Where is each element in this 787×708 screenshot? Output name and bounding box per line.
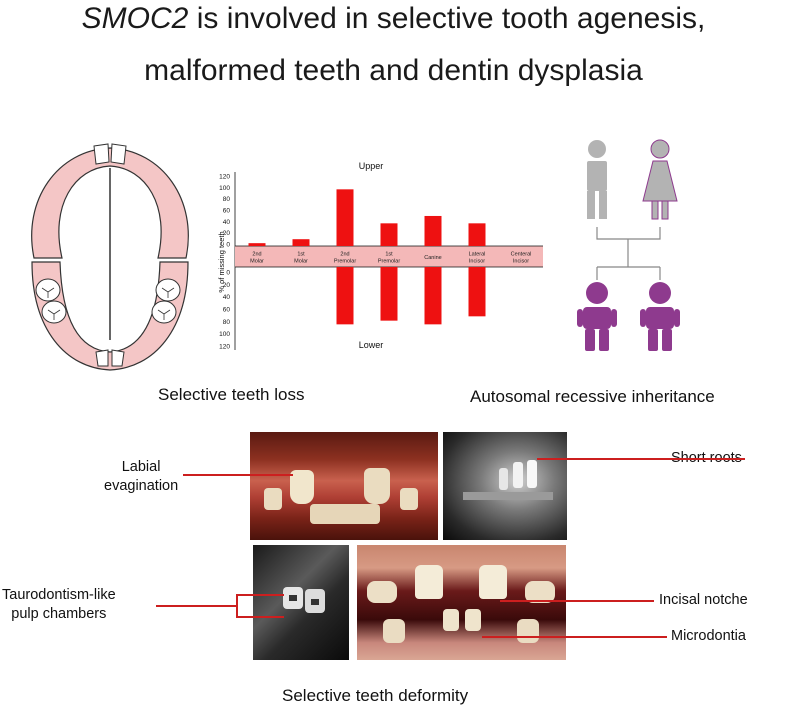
y-tick-lower-120: 120: [219, 344, 230, 351]
lower-incisor-left: [95, 349, 109, 367]
bar-upper-lateral-incisor: [468, 223, 486, 246]
pedigree-diagram: [577, 139, 680, 351]
bar-upper-canine: [424, 215, 442, 246]
gene-name: SMOC2: [81, 2, 189, 35]
y-tick-lower-0: 0: [226, 270, 230, 277]
category-label-part: 2nd: [252, 252, 261, 258]
title-line-2: malformed teeth and dentin dysplasia: [144, 54, 643, 87]
chart-upper-label: Upper: [359, 161, 384, 171]
photo-incisal-notche: [357, 545, 566, 660]
label-labial-line-1: Labial: [121, 459, 161, 475]
y-tick-lower-40: 40: [223, 294, 231, 301]
lower-molar-left-1: [35, 278, 61, 302]
chart-lower-label: Lower: [359, 340, 384, 350]
y-tick-lower-100: 100: [219, 331, 230, 338]
label-incisal-notche: Incisal notche: [659, 592, 748, 608]
lower-molar-left-2: [41, 300, 67, 324]
title-line-1: SMOC2 is involved in selective tooth age…: [0, 2, 787, 36]
bar-upper-2nd-premolar: [336, 189, 354, 246]
chart-y-axis-label: % of missing teeth: [217, 231, 226, 292]
xray-taurodontism: [253, 545, 349, 660]
affected-child-icon-1: [577, 282, 617, 351]
label-taurodontism-line-2: pulp chambers: [11, 606, 107, 622]
lower-molar-right-2: [151, 300, 177, 324]
y-tick-upper-60: 60: [223, 208, 231, 215]
category-label-part: Lateral: [469, 252, 486, 258]
y-tick-upper-120: 120: [219, 174, 230, 181]
y-tick-upper-80: 80: [223, 196, 231, 203]
category-label-part: 1st: [385, 252, 393, 258]
pedigree-lines: [596, 227, 661, 280]
bar-upper-2nd-molar: [248, 243, 266, 246]
pointer-microdontia: [482, 636, 667, 638]
pointer-incisal: [500, 600, 654, 602]
photo-labial-evagination: [250, 432, 438, 540]
label-microdontia: Microdontia: [671, 628, 746, 644]
bar-upper-1st-molar: [292, 239, 310, 246]
affected-child-icon-2: [640, 282, 680, 351]
category-label-part: Incisor: [469, 259, 485, 265]
xray-short-roots: [443, 432, 567, 540]
lower-gum: [31, 261, 189, 371]
lower-incisor-right: [111, 349, 125, 367]
caption-teeth-loss: Selective teeth loss: [158, 385, 305, 404]
lower-molar-right-1: [155, 278, 181, 302]
category-label-part: Incisor: [513, 259, 529, 265]
pointer-taurodontism-bottom: [236, 616, 284, 618]
y-tick-upper-20: 20: [223, 230, 231, 237]
label-taurodontism-line-1: Taurodontism-like: [2, 587, 116, 603]
category-label-part: Molar: [294, 259, 308, 265]
category-label-part: Molar: [250, 259, 264, 265]
missing-teeth-chart: Upper Lower % of missing teeth 120 100 80 6…: [217, 161, 543, 351]
label-labial-line-2: evagination: [104, 478, 179, 494]
pointer-short-roots: [537, 458, 745, 460]
upper-gum: [31, 147, 189, 259]
father-icon: [587, 140, 607, 219]
category-label-part: Premolar: [378, 259, 400, 265]
label-taurodontism: Taurodontism-like pulp chambers: [2, 586, 116, 624]
pointer-taurodontism: [156, 605, 236, 607]
y-tick-lower-20: 20: [223, 282, 231, 289]
dental-arch-illustration: [31, 143, 189, 371]
y-tick-lower-80: 80: [223, 319, 231, 326]
category-label-part: Canine: [424, 255, 441, 261]
pointer-taurodontism-bracket: [236, 594, 238, 618]
bar-lower-2nd-premolar: [336, 267, 354, 325]
bar-upper-1st-premolar: [380, 223, 398, 246]
y-tick-upper-40: 40: [223, 219, 231, 226]
chart-category-band: [235, 246, 543, 267]
category-label-part: 1st: [297, 252, 305, 258]
pointer-labial: [183, 474, 293, 476]
category-label-part: Centeral: [511, 252, 532, 258]
y-tick-lower-60: 60: [223, 307, 231, 314]
title-line-1-text: is involved in selective tooth agenesis,: [188, 2, 706, 35]
y-tick-upper-0: 0: [226, 242, 230, 249]
pointer-taurodontism-top: [236, 594, 284, 596]
bar-lower-lateral-incisor: [468, 267, 486, 317]
category-label-part: Premolar: [334, 259, 356, 265]
label-labial-evagination: Labial evagination: [104, 458, 178, 496]
bar-lower-canine: [424, 267, 442, 325]
upper-incisor-right: [110, 143, 127, 165]
bar-lower-1st-premolar: [380, 267, 398, 321]
mother-icon: [642, 139, 678, 220]
category-label-part: 2nd: [340, 252, 349, 258]
caption-inheritance: Autosomal recessive inheritance: [470, 387, 715, 406]
y-tick-upper-100: 100: [219, 185, 230, 192]
upper-incisor-left: [93, 143, 110, 165]
category-label-canine: Canine: [424, 255, 441, 261]
caption-deformity: Selective teeth deformity: [282, 686, 469, 705]
